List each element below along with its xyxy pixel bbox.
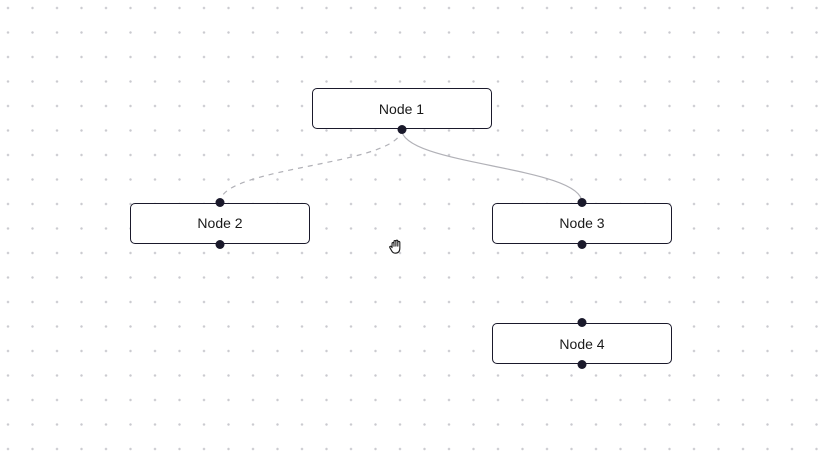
edge-1-2[interactable]: [219, 128, 403, 203]
flow-node-3[interactable]: Node 3: [492, 197, 672, 249]
edge-1-3[interactable]: [400, 128, 583, 203]
flow-node-4[interactable]: Node 4: [492, 318, 672, 369]
node-label: Node 4: [559, 335, 605, 352]
node-handle-top[interactable]: [577, 197, 587, 207]
node-label: Node 2: [197, 215, 243, 231]
node-handle-top[interactable]: [215, 197, 225, 207]
node-label: Node 1: [378, 100, 425, 117]
node-handle-bottom[interactable]: [397, 125, 406, 134]
node-handle-bottom[interactable]: [215, 239, 225, 249]
flow-node-2[interactable]: Node 2: [130, 197, 310, 249]
flow-node-1[interactable]: Node 1: [311, 88, 492, 134]
node-handle-top[interactable]: [577, 318, 587, 327]
node-handle-bottom[interactable]: [577, 360, 587, 369]
node-handle-bottom[interactable]: [577, 239, 587, 249]
node-label: Node 3: [559, 215, 605, 231]
